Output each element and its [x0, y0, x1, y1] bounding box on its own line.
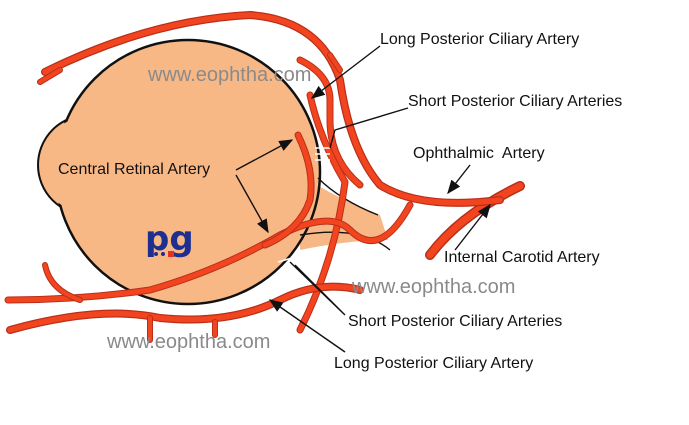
label-short-posterior-ciliary-top: Short Posterior Ciliary Arteries	[408, 93, 622, 110]
watermark: www.eophtha.com	[106, 331, 270, 353]
arteries	[4, 11, 525, 343]
watermark: www.eophtha.com	[351, 276, 515, 298]
optic-nerve	[300, 175, 388, 250]
label-short-posterior-ciliary-bottom: Short Posterior Ciliary Arteries	[348, 313, 562, 330]
pointer-lines	[235, 45, 491, 353]
central-retinal-artery	[261, 131, 315, 249]
label-internal-carotid-artery: Internal Carotid Artery	[444, 249, 600, 266]
eye-globe	[37, 38, 322, 306]
label-long-posterior-ciliary-bottom: Long Posterior Ciliary Artery	[334, 355, 533, 372]
label-long-posterior-ciliary-top: Long Posterior Ciliary Artery	[380, 31, 579, 48]
label-central-retinal-artery: Central Retinal Artery	[58, 161, 210, 178]
pg-logo: pg	[145, 219, 194, 259]
label-ophthalmic-artery: Ophthalmic Artery	[413, 145, 545, 162]
ophthalmic-artery	[4, 11, 525, 343]
watermark: www.eophtha.com	[147, 64, 311, 86]
